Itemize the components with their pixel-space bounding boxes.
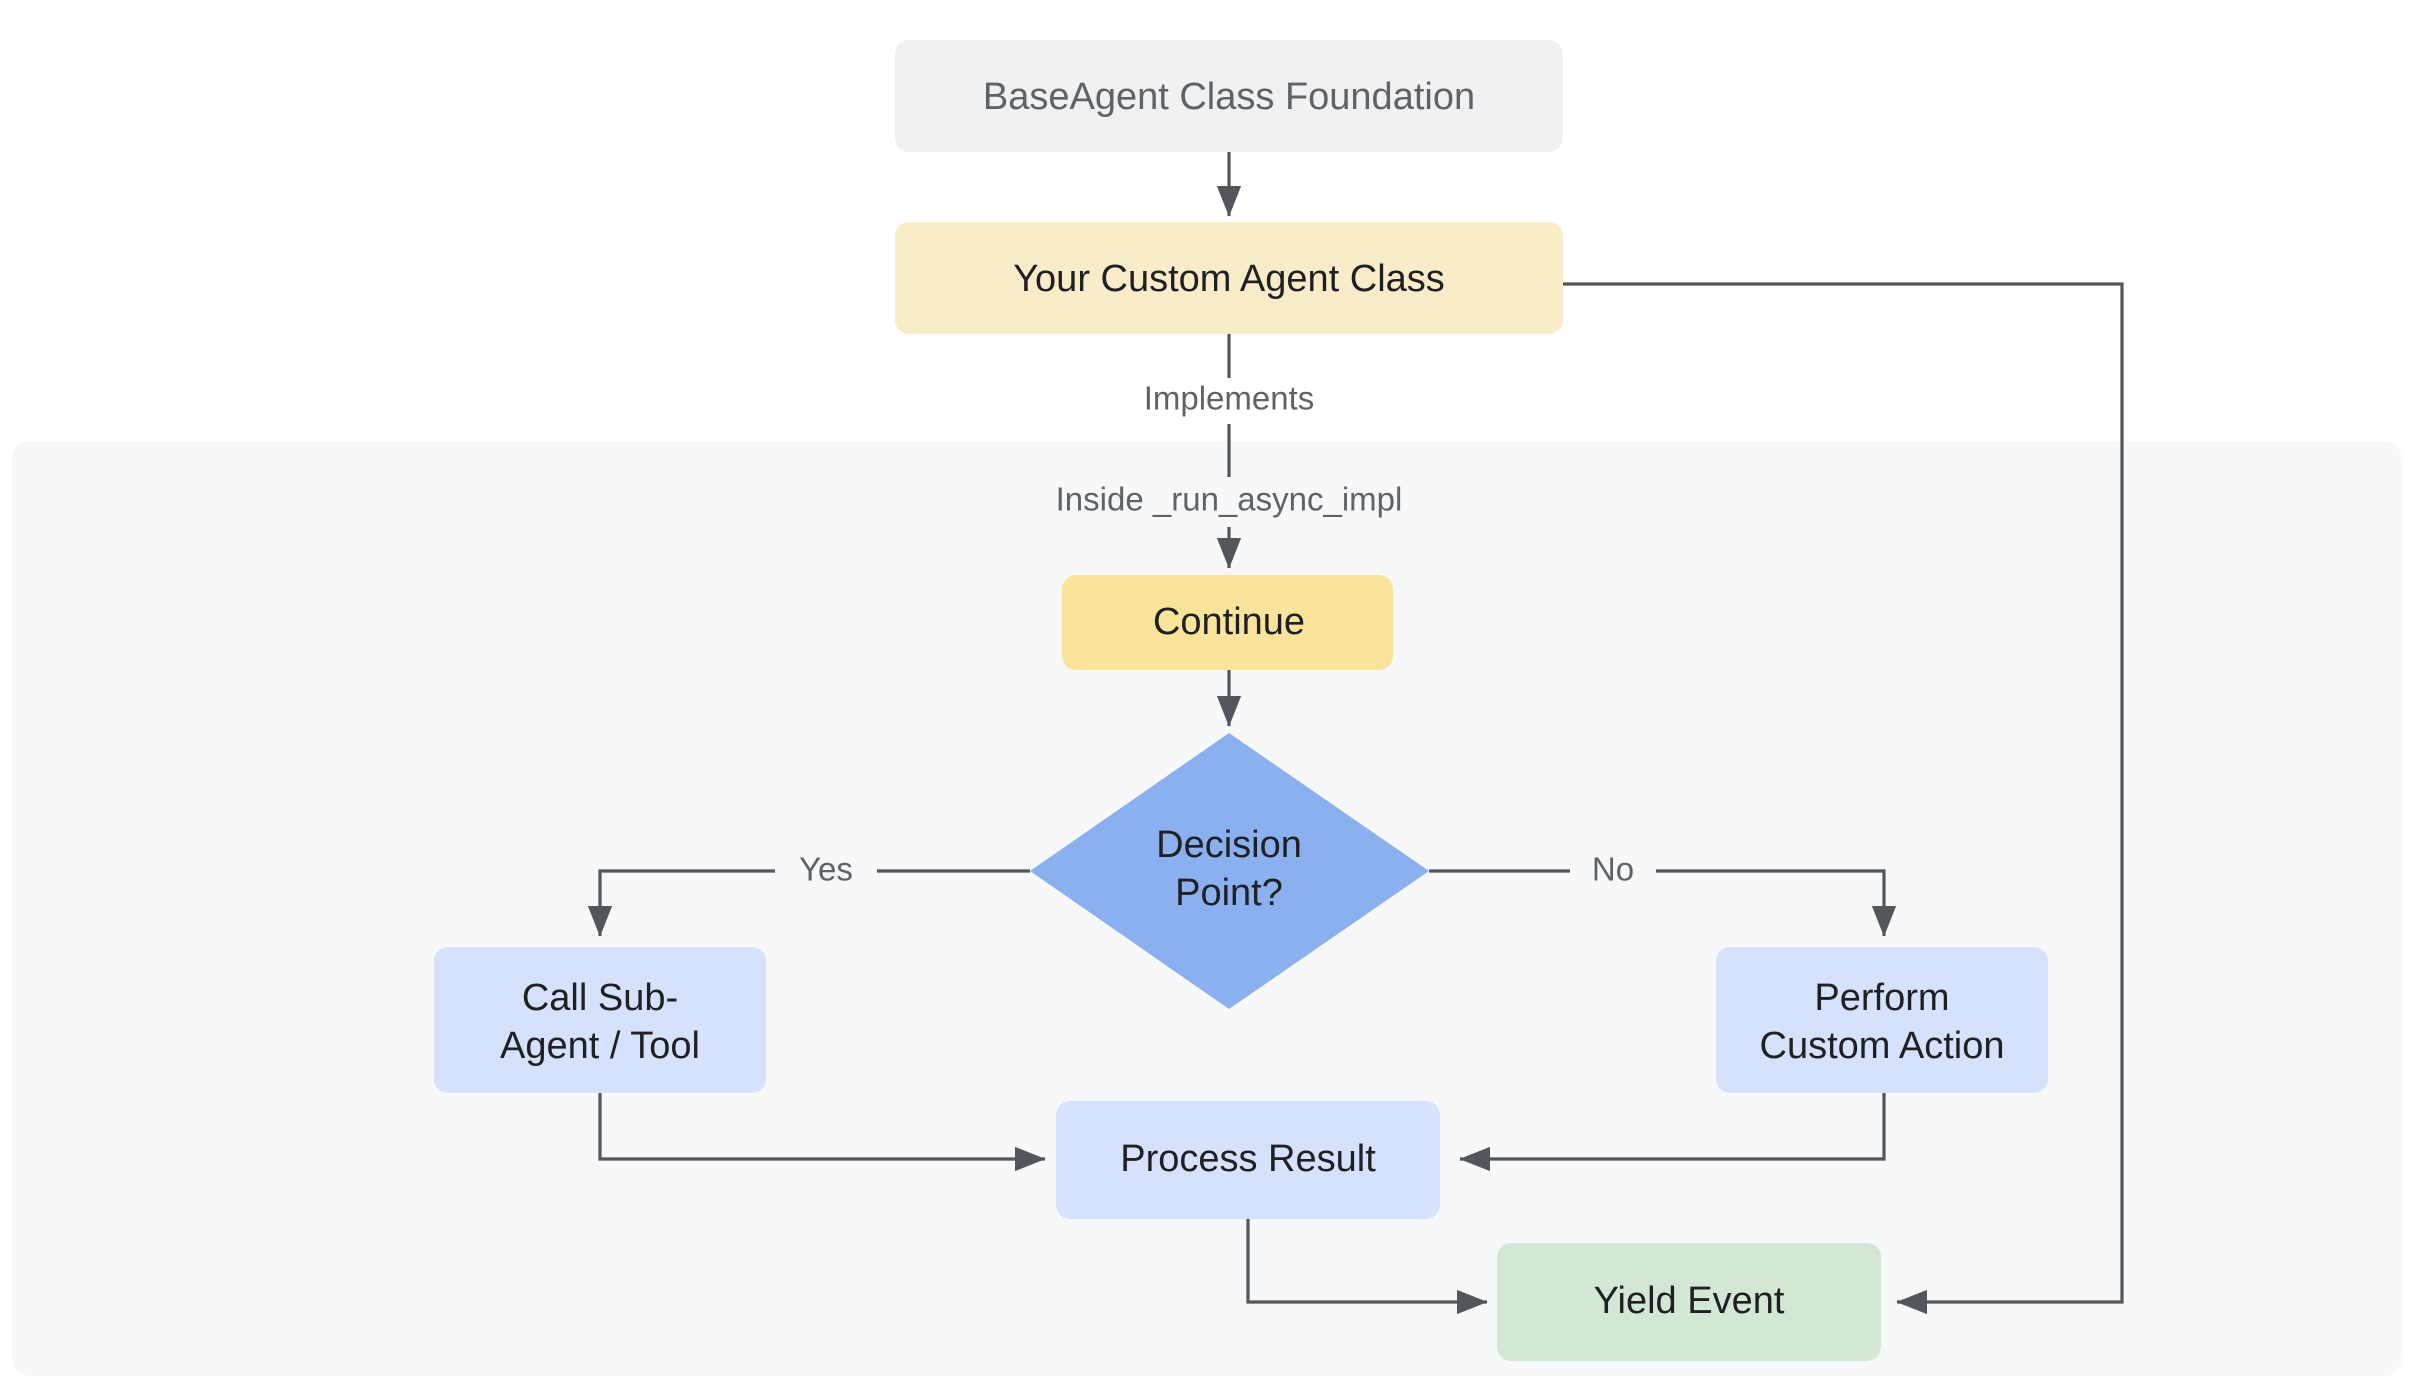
node-continue-shape [1062,575,1393,670]
node-base-agent[interactable]: BaseAgent Class Foundation [895,40,1563,152]
node-call-sub-agent-shape [434,947,766,1093]
edge-label-no: No [1570,849,1656,895]
edge-decision-to-call-sub-agent [587,869,1030,937]
node-yield-event[interactable]: Yield Event [1497,1243,1881,1361]
node-base-agent-shape [895,40,1563,152]
node-call-sub-agent[interactable]: Call Sub- Agent / Tool [434,947,766,1093]
edge-call-sub-agent-to-process-result [598,1093,1046,1172]
node-decision[interactable]: Decision Point? [1030,733,1429,1009]
node-continue[interactable]: Continue [1062,575,1393,670]
node-process-result-label: Process Result [1120,1138,1376,1180]
node-custom-action-label-line-2: Custom Action [1760,1025,2005,1067]
node-call-sub-agent-label-line-2: Agent / Tool [500,1025,700,1067]
node-call-sub-agent-label-line-1: Call Sub- [522,977,678,1019]
node-custom-agent-label: Your Custom Agent Class [1013,258,1445,300]
edge-custom-agent-to-yield-event [1563,282,2124,1315]
node-custom-agent-shape [895,222,1563,334]
node-decision-label-line-1: Decision [1156,824,1302,866]
node-continue-label: Continue [1153,601,1305,643]
node-custom-agent[interactable]: Your Custom Agent Class [895,222,1563,334]
node-custom-action[interactable]: Perform Custom Action [1716,947,2048,1093]
node-process-result-shape [1056,1101,1440,1219]
edge-label-implements: Implements [1130,378,1330,424]
node-decision-shape [1030,733,1429,1009]
node-yield-event-shape [1497,1243,1881,1361]
edge-label-implements-text: Implements [1144,380,1315,417]
edge-process-result-to-yield-event [1246,1219,1488,1315]
subgraph-title: Inside _run_async_impl [1022,477,1438,527]
subgraph-title-text: Inside _run_async_impl [1056,481,1403,518]
node-decision-label-line-2: Point? [1175,872,1283,914]
node-custom-action-label-line-1: Perform [1814,977,1949,1019]
edge-label-no-text: No [1592,851,1634,888]
node-base-agent-label: BaseAgent Class Foundation [983,76,1475,118]
edge-label-yes-text: Yes [799,851,853,888]
node-yield-event-label: Yield Event [1594,1280,1785,1322]
edge-custom-action-to-process-result [1459,1093,1886,1172]
node-custom-action-shape [1716,947,2048,1093]
node-process-result[interactable]: Process Result [1056,1101,1440,1219]
edge-label-yes: Yes [775,849,877,895]
